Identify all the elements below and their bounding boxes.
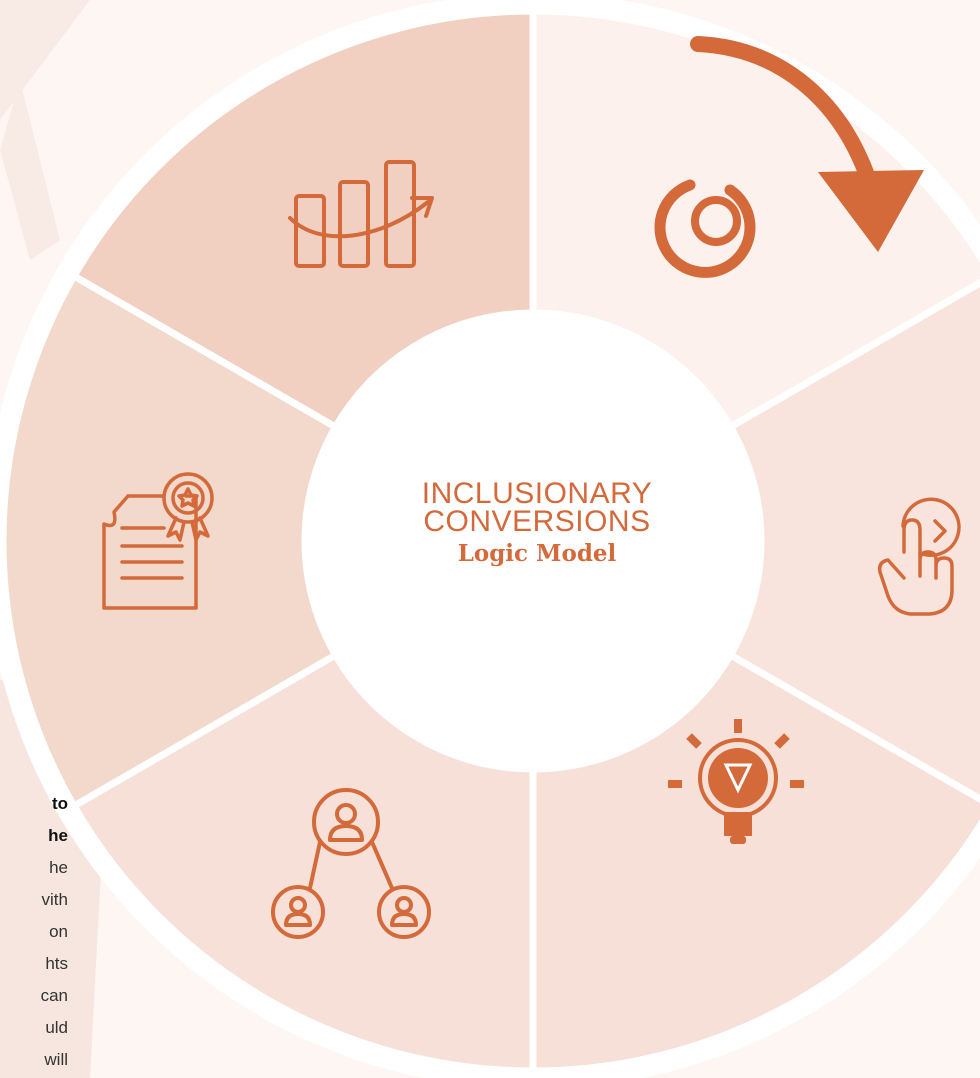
title-line-2: CONVERSIONS [423, 505, 651, 538]
ring-segments [0, 7, 980, 1075]
certificate-icon [102, 472, 214, 610]
network-people-icon [271, 788, 431, 939]
center-circle [305, 313, 761, 769]
side-text-line: can [40, 986, 68, 1005]
segment-impact [0, 272, 340, 810]
segment-goals [529, 7, 980, 431]
side-text-line: hts [45, 954, 68, 973]
side-text-line: he [49, 858, 68, 877]
segment-outcomes [70, 651, 537, 1075]
segment-activities [726, 278, 980, 804]
curved-arrow-icon [690, 36, 924, 252]
growth-chart-icon [288, 160, 434, 268]
side-text-line: uld [45, 1018, 68, 1037]
center-title: INCLUSIONARY CONVERSIONS Logic Model [332, 477, 742, 568]
side-text-line: will [44, 1050, 68, 1069]
target-icon [654, 179, 756, 278]
side-text-bold-line: to [51, 794, 68, 813]
side-text-bold-line: he [48, 826, 68, 845]
background-arrow-shape [0, 80, 60, 260]
segment-growth [70, 7, 537, 431]
background-shape-left [0, 0, 90, 120]
lightbulb-icon [668, 719, 804, 844]
side-text-line: vith [41, 890, 68, 909]
segment-outputs [529, 651, 980, 1075]
pointer-hand-icon [877, 497, 961, 616]
side-text-line: on [49, 922, 68, 941]
subtitle: Logic Model [457, 540, 617, 567]
side-paragraph: to he he vith on hts can uld will [0, 788, 68, 1076]
title-line-1: INCLUSIONARY [421, 477, 653, 510]
